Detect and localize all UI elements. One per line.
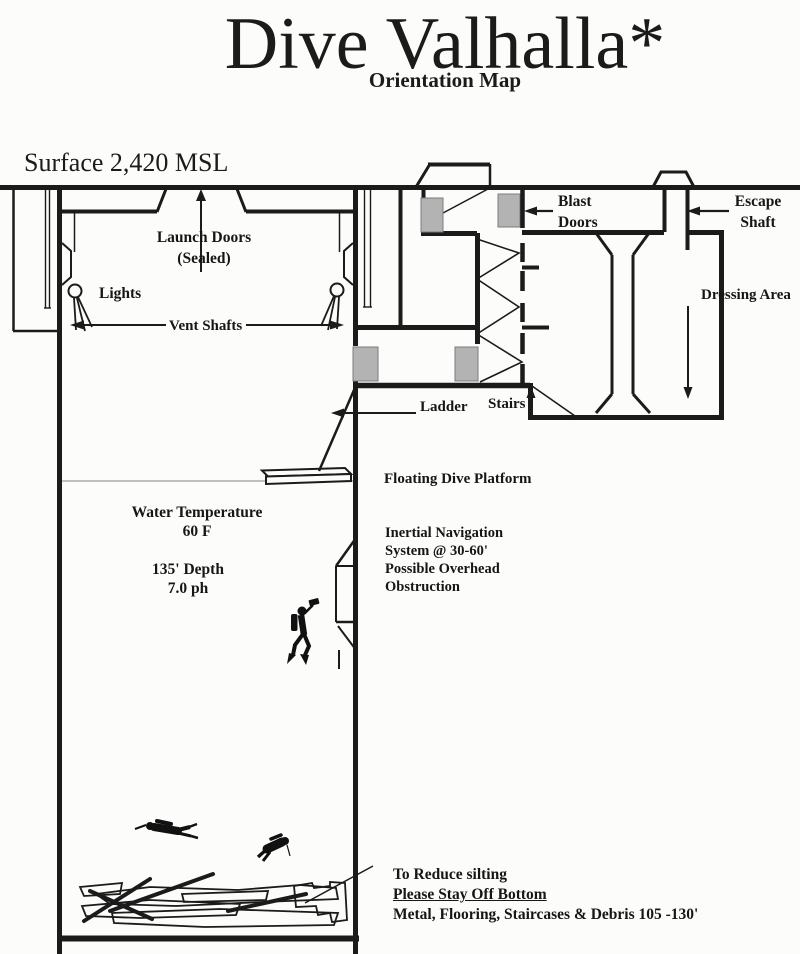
overhead-obstruction [334,537,358,669]
left-hatch [61,242,72,286]
debris-field [78,865,374,928]
debris-leader-line [304,865,374,904]
lights-label: Lights [99,285,142,302]
debris-beams [82,872,308,923]
entry-portal [414,162,492,214]
blast-doors-label: Blast Doors [558,193,598,231]
ladder-arrow [331,408,416,418]
escape-shaft-label: Escape Shaft [734,193,782,231]
launch-doors-structure [60,188,354,286]
silting-note-line3: Metal, Flooring, Staircases & Debris 105… [393,906,699,923]
dressing-area-arrow [683,306,693,399]
vent-shafts-arrow [70,320,344,330]
depth-label: 135' Depth 7.0 ph [152,561,224,597]
page-subtitle: Orientation Map [368,68,522,92]
silting-note-line1: To Reduce silting [393,866,507,883]
floating-dive-platform-label: Floating Dive Platform [384,471,532,487]
escape-shaft-arrow [687,206,729,216]
blast-doors-arrow [524,206,553,216]
launch-doors-label: Launch Doors (Sealed) [156,229,252,267]
dressing-area-room [353,187,724,420]
blast-doors [352,193,521,382]
right-vent-shaft [357,187,477,330]
inertial-navigation-label: Inertial Navigation System @ 30-60' Poss… [385,525,504,595]
silting-note-line2: Please Stay Off Bottom [393,886,547,903]
blast-door-upper-right [497,193,521,228]
right-hatch [343,242,354,286]
blast-door-lower-left [352,346,379,382]
page-title: Dive Valhalla* [224,3,666,85]
floating-dive-platform [259,389,356,486]
platform-ladder [317,389,356,472]
ladder-label: Ladder [420,399,468,415]
blast-door-upper-left [420,197,444,233]
diver-mid [287,598,320,665]
vent-shafts-label: Vent Shafts [169,318,243,334]
staircase [475,187,549,383]
blast-door-lower-right [454,346,479,382]
support-column [594,232,652,415]
diver-bottom-right [256,833,291,862]
launch-doors-arrow [196,189,206,272]
diver-bottom-left [134,819,199,840]
left-vent-shaft [12,187,57,333]
dressing-area-label: Dressing Area [701,287,791,303]
water-temperature-label: Water Temperature 60 F [131,504,263,540]
stairs-label: Stairs [488,396,526,412]
silo-walls [57,187,359,954]
escape-shaft-cover [651,170,696,188]
surface-elevation-label: Surface 2,420 MSL [24,148,229,177]
